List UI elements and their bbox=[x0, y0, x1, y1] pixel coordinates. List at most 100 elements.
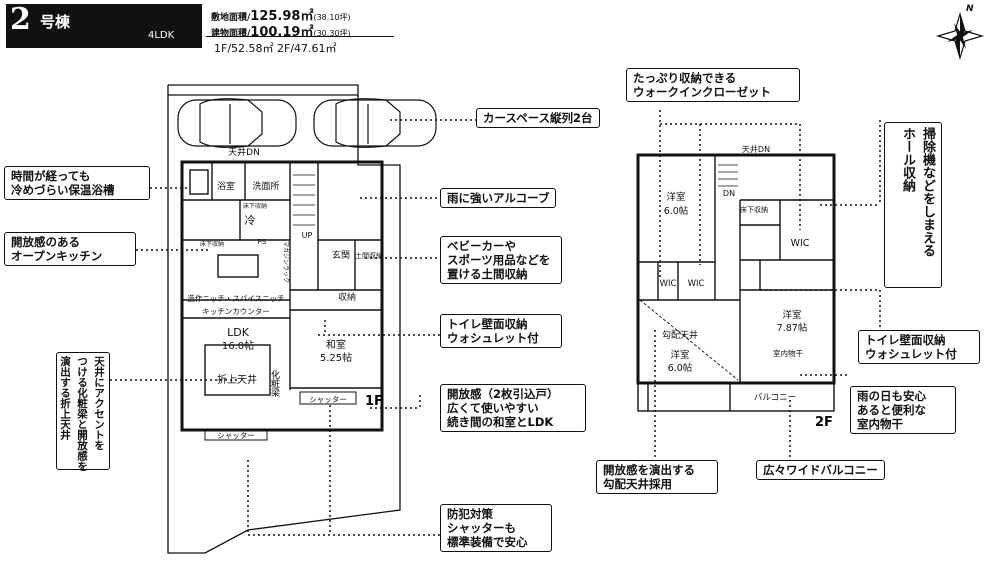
building-title-box bbox=[6, 4, 202, 48]
f2-wic-1: WIC bbox=[791, 238, 810, 249]
callout-line: 開放感を演出する bbox=[603, 463, 695, 477]
f2-wic-2: WIC bbox=[660, 279, 677, 289]
callout-open-kitchen: 開放感のある オープンキッチン bbox=[4, 232, 136, 266]
f1-floor-storage-2: 床下収納 bbox=[200, 240, 224, 248]
callout-ceiling-accent: 天井にアクセントを つける化粧梁と開放感を 演出する折上天井 bbox=[56, 352, 110, 472]
floor-area-tsubo: (30.30坪) bbox=[313, 29, 351, 38]
floor2-stairs bbox=[718, 164, 738, 187]
floor1-label: 1F bbox=[365, 394, 383, 409]
callout-line: 冷めづらい保温浴槽 bbox=[11, 183, 115, 197]
car-icon-2 bbox=[313, 98, 437, 148]
f2-wic-3: WIC bbox=[688, 279, 705, 289]
f1-ldk-size: 16.0帖 bbox=[222, 339, 254, 352]
callout-line: トイレ壁面収納 bbox=[865, 333, 946, 347]
f1-up: UP bbox=[302, 231, 313, 240]
callout-walkin-closet: たっぷり収納できる ウォークインクローゼット bbox=[626, 68, 800, 102]
callout-line: 開放感（2枚引込戸） bbox=[447, 387, 559, 401]
f1-decorative-beam: 化粧梁 bbox=[269, 369, 280, 398]
callout-bath-warm: 時間が経っても 冷めづらい保温浴槽 bbox=[4, 166, 150, 200]
f2-floor-storage: 床下収納 bbox=[740, 205, 768, 214]
callout-line: 勾配天井採用 bbox=[603, 477, 672, 491]
f2-room3-size: 7.87帖 bbox=[777, 322, 808, 334]
callout-line: 室内物干 bbox=[857, 417, 903, 431]
callout-line: 開放感のある bbox=[11, 235, 80, 249]
callout-line: 雨の日も安心 bbox=[857, 389, 926, 403]
f2-room3: 洋室 bbox=[782, 309, 801, 321]
callout-security: 防犯対策 シャッターも 標準装備で安心 bbox=[440, 504, 552, 552]
floor-area-label: 建物面積/ bbox=[211, 29, 251, 39]
f1-storage: 収納 bbox=[338, 291, 356, 303]
compass-north-label: N bbox=[966, 4, 974, 14]
header-divider bbox=[206, 36, 394, 37]
f2-balcony: バルコニー bbox=[754, 393, 796, 403]
f1-magazine-rack: マガジンラック bbox=[282, 241, 290, 283]
callout-toilet-1: トイレ壁面収納 ウォシュレット付 bbox=[440, 314, 562, 348]
f1-ps: PS bbox=[258, 238, 267, 246]
f1-folded-ceiling: 折上天井 bbox=[217, 373, 257, 386]
floor1-interior bbox=[182, 162, 382, 396]
f2-dn: DN bbox=[723, 189, 735, 198]
f1-japanese-room: 和室 bbox=[326, 338, 346, 351]
callout-line: オープンキッチン bbox=[11, 249, 103, 263]
callout-line: スポーツ用品などを bbox=[447, 253, 551, 267]
floor1-stairs bbox=[293, 174, 315, 226]
callout-line: ウォシュレット付 bbox=[447, 331, 539, 345]
f2-room1: 洋室 bbox=[666, 191, 685, 203]
callout-line: 広くて使いやすい bbox=[447, 401, 539, 415]
f1-japanese-size: 5.25帖 bbox=[320, 351, 352, 364]
f1-floor-storage-1: 床下収納 bbox=[243, 202, 267, 210]
f1-bath: 浴室 bbox=[217, 180, 235, 192]
callout-line: あると便利な bbox=[857, 403, 926, 417]
f1-earthen-storage: 土間収納 bbox=[355, 251, 383, 260]
callout-earthen-storage: ベビーカーや スポーツ用品などを 置ける土間収納 bbox=[440, 236, 562, 284]
site-area-tsubo: (38.10坪) bbox=[313, 13, 351, 22]
callout-line: ウォークインクローゼット bbox=[633, 85, 771, 99]
car-icon-1 bbox=[177, 98, 297, 148]
callout-line: シャッターも bbox=[447, 521, 516, 535]
callout-line: 時間が経っても bbox=[11, 169, 91, 183]
callout-hall-storage: 掃除機などをしまえる ホール収納 bbox=[884, 122, 942, 288]
f1-kitchen-counter: キッチンカウンター bbox=[202, 307, 270, 316]
callout-line: トイレ壁面収納 bbox=[447, 317, 528, 331]
f2-sloped: 勾配天井 bbox=[662, 329, 698, 341]
floor1-shutter-bars bbox=[204, 391, 357, 441]
site-area-label: 敷地面積/ bbox=[211, 13, 251, 23]
building-suffix: 号棟 bbox=[40, 13, 71, 31]
callout-line: 掃除機などをしまえる bbox=[920, 127, 935, 257]
f1-entrance: 玄関 bbox=[332, 249, 350, 261]
f2-room2-size: 6.0帖 bbox=[668, 362, 693, 374]
f1-fridge: 冷 bbox=[245, 214, 256, 227]
f1-shutter-2: シャッター bbox=[217, 431, 255, 440]
leader-lines bbox=[110, 110, 881, 536]
callout-line: 天井にアクセントを bbox=[93, 356, 105, 451]
callout-sloped-ceiling: 開放感を演出する 勾配天井採用 bbox=[596, 460, 718, 494]
floor2-walls bbox=[636, 153, 836, 385]
f1-custom-niche: 造作ニッチ・スパイスニッチ bbox=[187, 293, 284, 303]
building-number: 2 bbox=[10, 2, 31, 37]
callout-line: たっぷり収納できる bbox=[633, 71, 737, 85]
layout-type: 4LDK bbox=[148, 30, 175, 41]
f1-shutter-1: シャッター bbox=[309, 395, 347, 404]
callout-carspace: カースペース縦列2台 bbox=[476, 108, 600, 128]
sloped-ceiling-lines bbox=[639, 299, 739, 381]
f1-washroom: 洗面所 bbox=[252, 180, 279, 192]
callout-rain-dry: 雨の日も安心 あると便利な 室内物干 bbox=[850, 386, 956, 434]
floor1-walls bbox=[180, 160, 384, 432]
site-area-value: 125.98㎡ bbox=[250, 9, 314, 24]
callout-line: ホール収納 bbox=[900, 127, 915, 192]
floor2-label: 2F bbox=[815, 415, 833, 430]
f2-room1-size: 6.0帖 bbox=[664, 205, 689, 217]
floor2-balcony bbox=[637, 382, 835, 412]
site-area: 敷地面積/125.98㎡(38.10坪) bbox=[211, 5, 351, 24]
f2-room2: 洋室 bbox=[670, 349, 689, 361]
callout-japanese-open: 開放感（2枚引込戸） 広くて使いやすい 続き間の和室とLDK bbox=[440, 384, 586, 432]
callout-line: ベビーカーや bbox=[447, 239, 516, 253]
callout-alcove: 雨に強いアルコーブ bbox=[440, 188, 557, 208]
callout-line: ウォシュレット付 bbox=[865, 347, 957, 361]
f1-ceiling-dn: 天井DN bbox=[228, 146, 260, 158]
f2-indoor-dryer: 室内物干 bbox=[773, 348, 803, 358]
f1-ldk: LDK bbox=[227, 326, 250, 339]
callout-line: 標準装備で安心 bbox=[447, 535, 528, 549]
callout-line: 続き間の和室とLDK bbox=[447, 415, 554, 429]
